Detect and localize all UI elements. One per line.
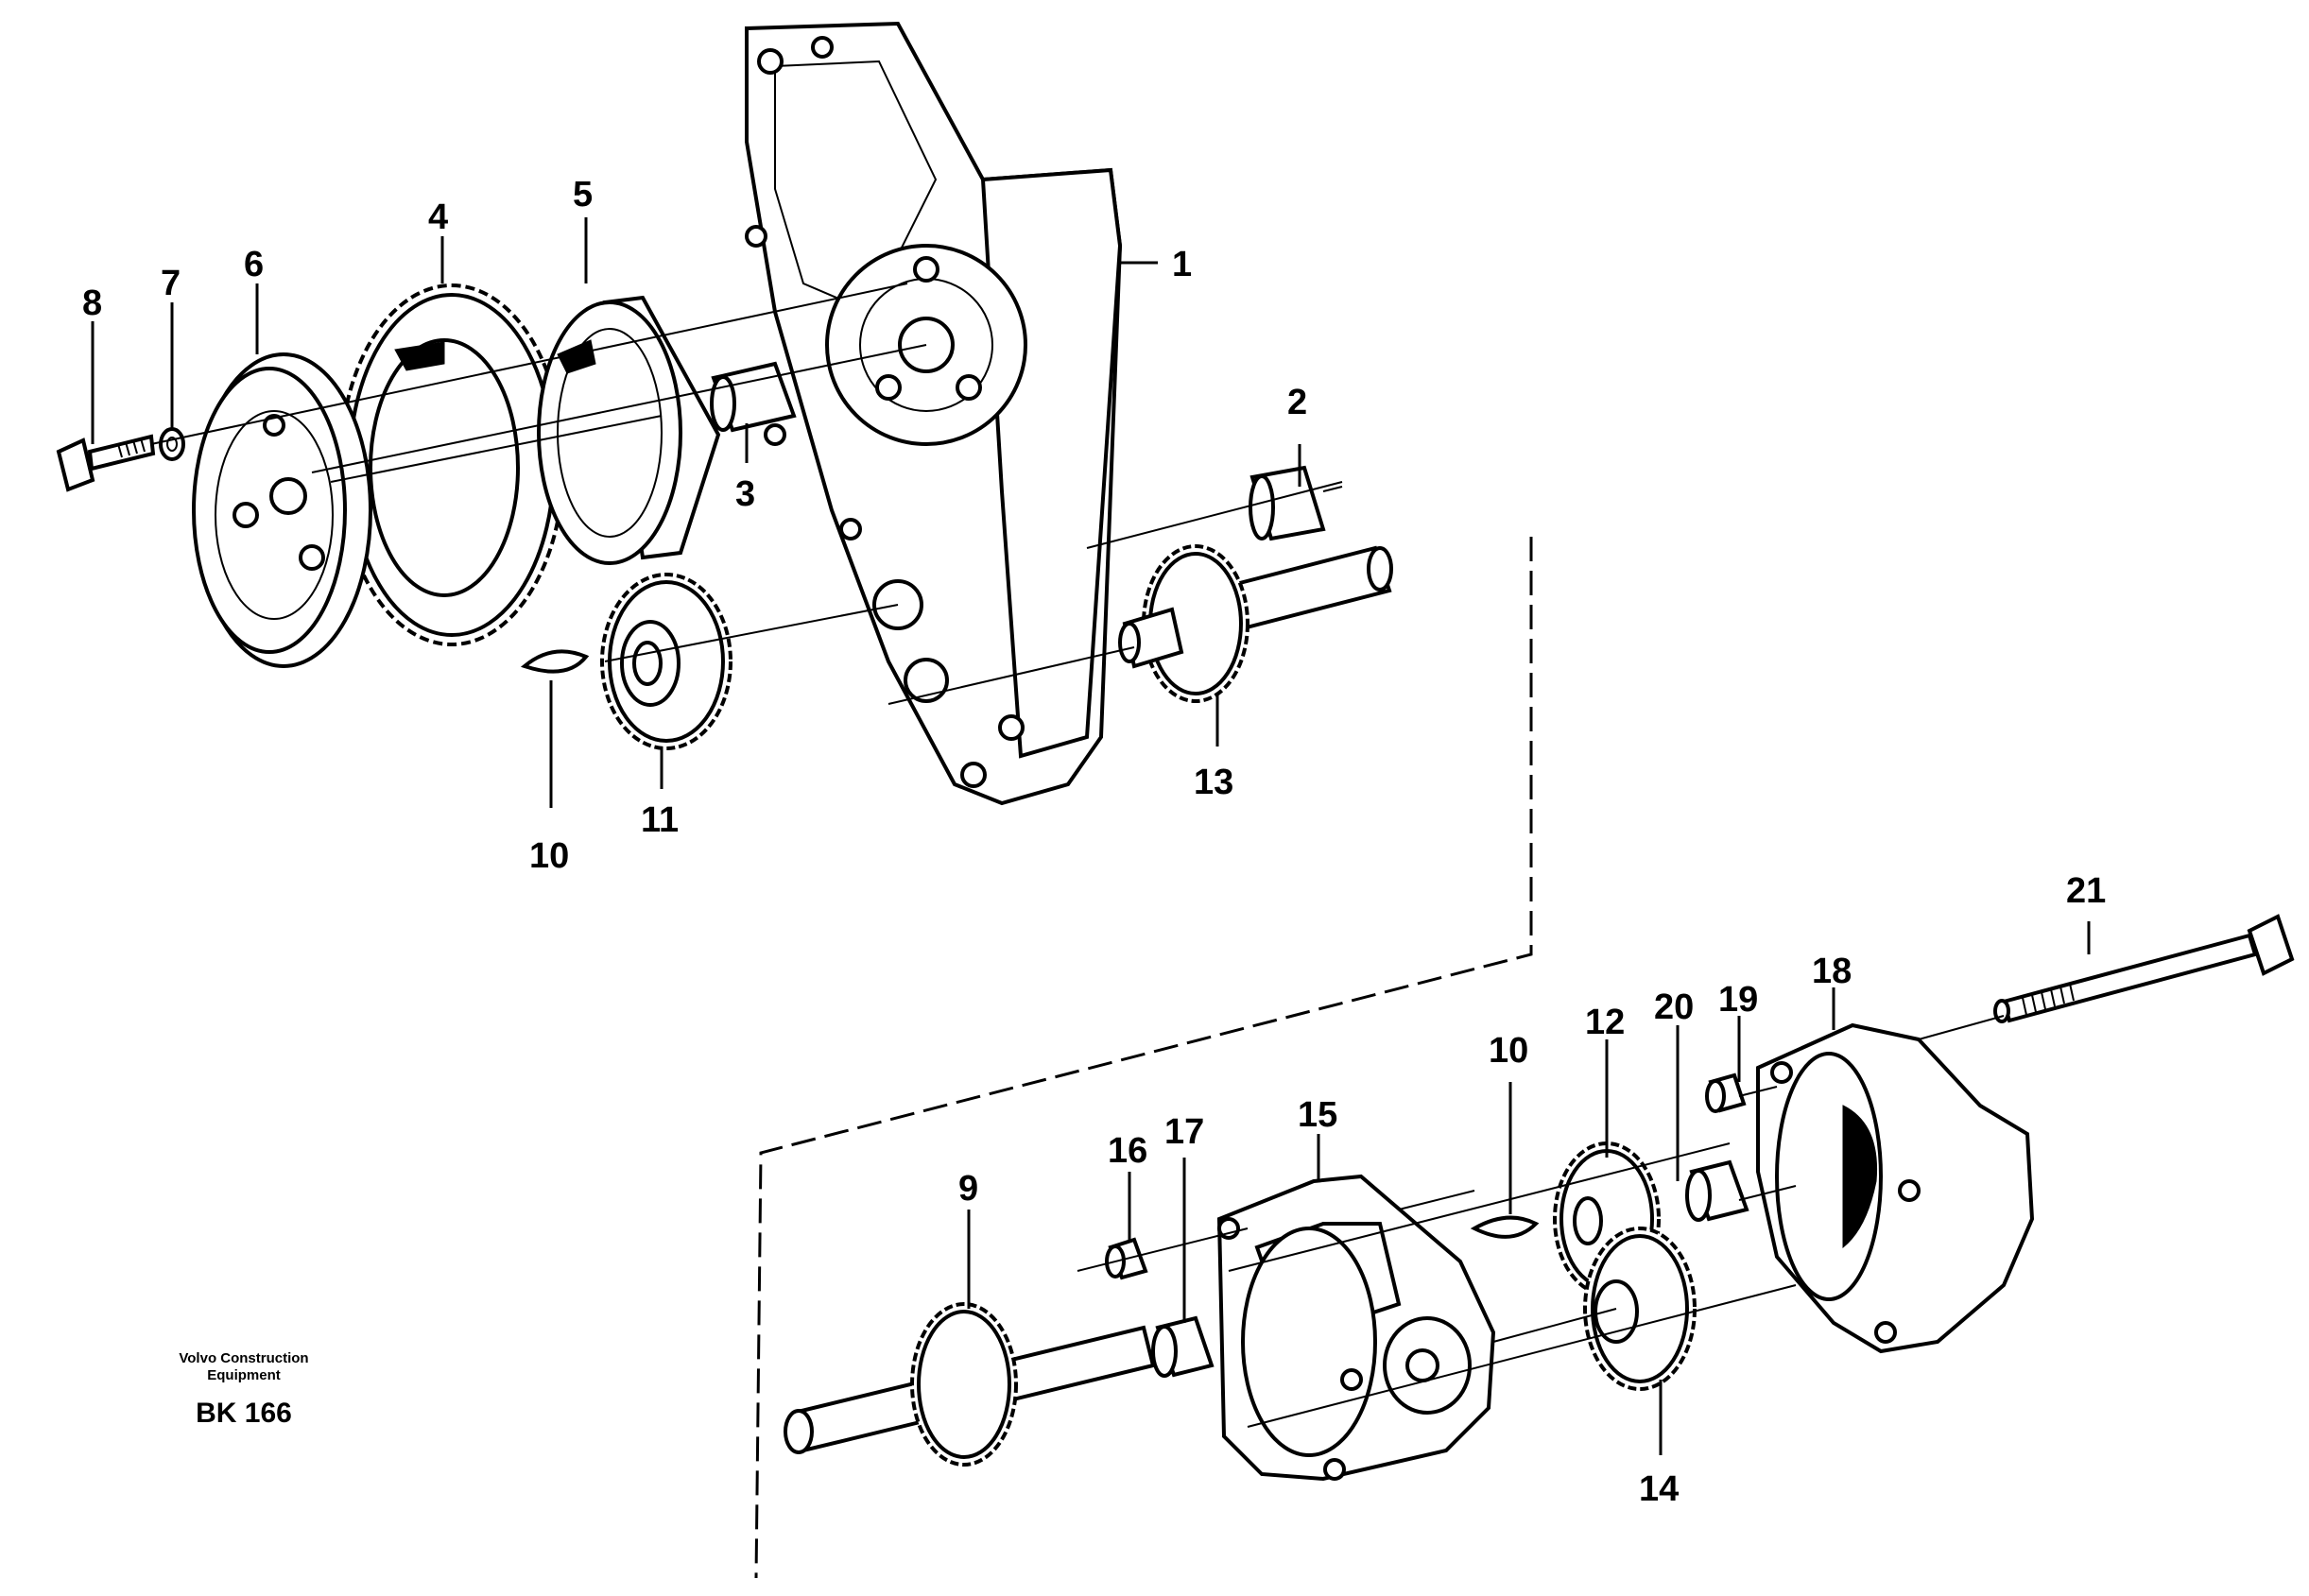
label-13: 13 xyxy=(1194,763,1233,802)
label-3: 3 xyxy=(735,474,755,514)
leader-lines xyxy=(91,217,2091,1455)
label-8: 8 xyxy=(82,283,102,323)
label-18: 18 xyxy=(1812,952,1852,991)
dashed-connector-line xyxy=(754,537,1533,1579)
label-4: 4 xyxy=(428,197,448,237)
part-labels: 1 2 3 4 5 6 7 8 10 11 13 21 18 19 20 12 … xyxy=(82,175,2106,1509)
label-19: 19 xyxy=(1718,980,1758,1020)
label-10-upper: 10 xyxy=(529,836,569,876)
credit-company: Volvo Construction xyxy=(179,1350,308,1366)
label-1: 1 xyxy=(1172,245,1192,284)
bushing-part-20 xyxy=(1685,1159,1749,1222)
label-14: 14 xyxy=(1639,1469,1679,1509)
key-part-10-upper xyxy=(520,649,590,674)
bushing-part-17 xyxy=(1151,1315,1215,1378)
label-5: 5 xyxy=(573,175,593,215)
bolt-part-8 xyxy=(56,434,156,492)
label-9: 9 xyxy=(958,1169,978,1209)
lower-alignment-lines xyxy=(1077,1015,2005,1428)
pump-cover-part-18 xyxy=(1756,1022,2035,1354)
upper-alignment-lines xyxy=(150,283,1343,705)
key-part-10-lower xyxy=(1470,1215,1540,1239)
label-21: 21 xyxy=(2066,871,2106,911)
gear-shaft-part-9 xyxy=(784,1302,1156,1467)
pulley-hub-part-6 xyxy=(192,352,372,668)
long-bolt-part-21 xyxy=(1993,914,2295,1023)
bushing-part-2 xyxy=(1249,465,1326,541)
label-17: 17 xyxy=(1164,1112,1204,1152)
credit-block: Volvo Construction Equipment BK 166 xyxy=(179,1350,308,1429)
label-15: 15 xyxy=(1298,1095,1337,1135)
credit-division: Equipment xyxy=(207,1367,281,1383)
pin-part-19 xyxy=(1705,1073,1747,1113)
label-11: 11 xyxy=(641,800,679,840)
pin-part-3 xyxy=(710,361,797,433)
label-7: 7 xyxy=(161,264,181,303)
label-16: 16 xyxy=(1108,1131,1147,1171)
label-10-lower: 10 xyxy=(1489,1031,1528,1071)
gear-part-14 xyxy=(1583,1227,1697,1391)
washer-part-7 xyxy=(159,427,185,461)
diagram-code: BK 166 xyxy=(196,1398,292,1429)
label-2: 2 xyxy=(1287,383,1307,422)
label-12: 12 xyxy=(1585,1003,1625,1042)
label-6: 6 xyxy=(244,245,264,284)
pump-body-part-15 xyxy=(1216,1174,1496,1482)
drive-gear-shaft-part-13 xyxy=(1118,544,1393,703)
ring-sleeve-part-5 xyxy=(537,295,721,565)
large-gear-part-4 xyxy=(338,283,565,646)
housing-cover-part-1 xyxy=(745,21,1123,806)
label-20: 20 xyxy=(1654,987,1694,1027)
small-gear-part-11 xyxy=(600,573,732,750)
